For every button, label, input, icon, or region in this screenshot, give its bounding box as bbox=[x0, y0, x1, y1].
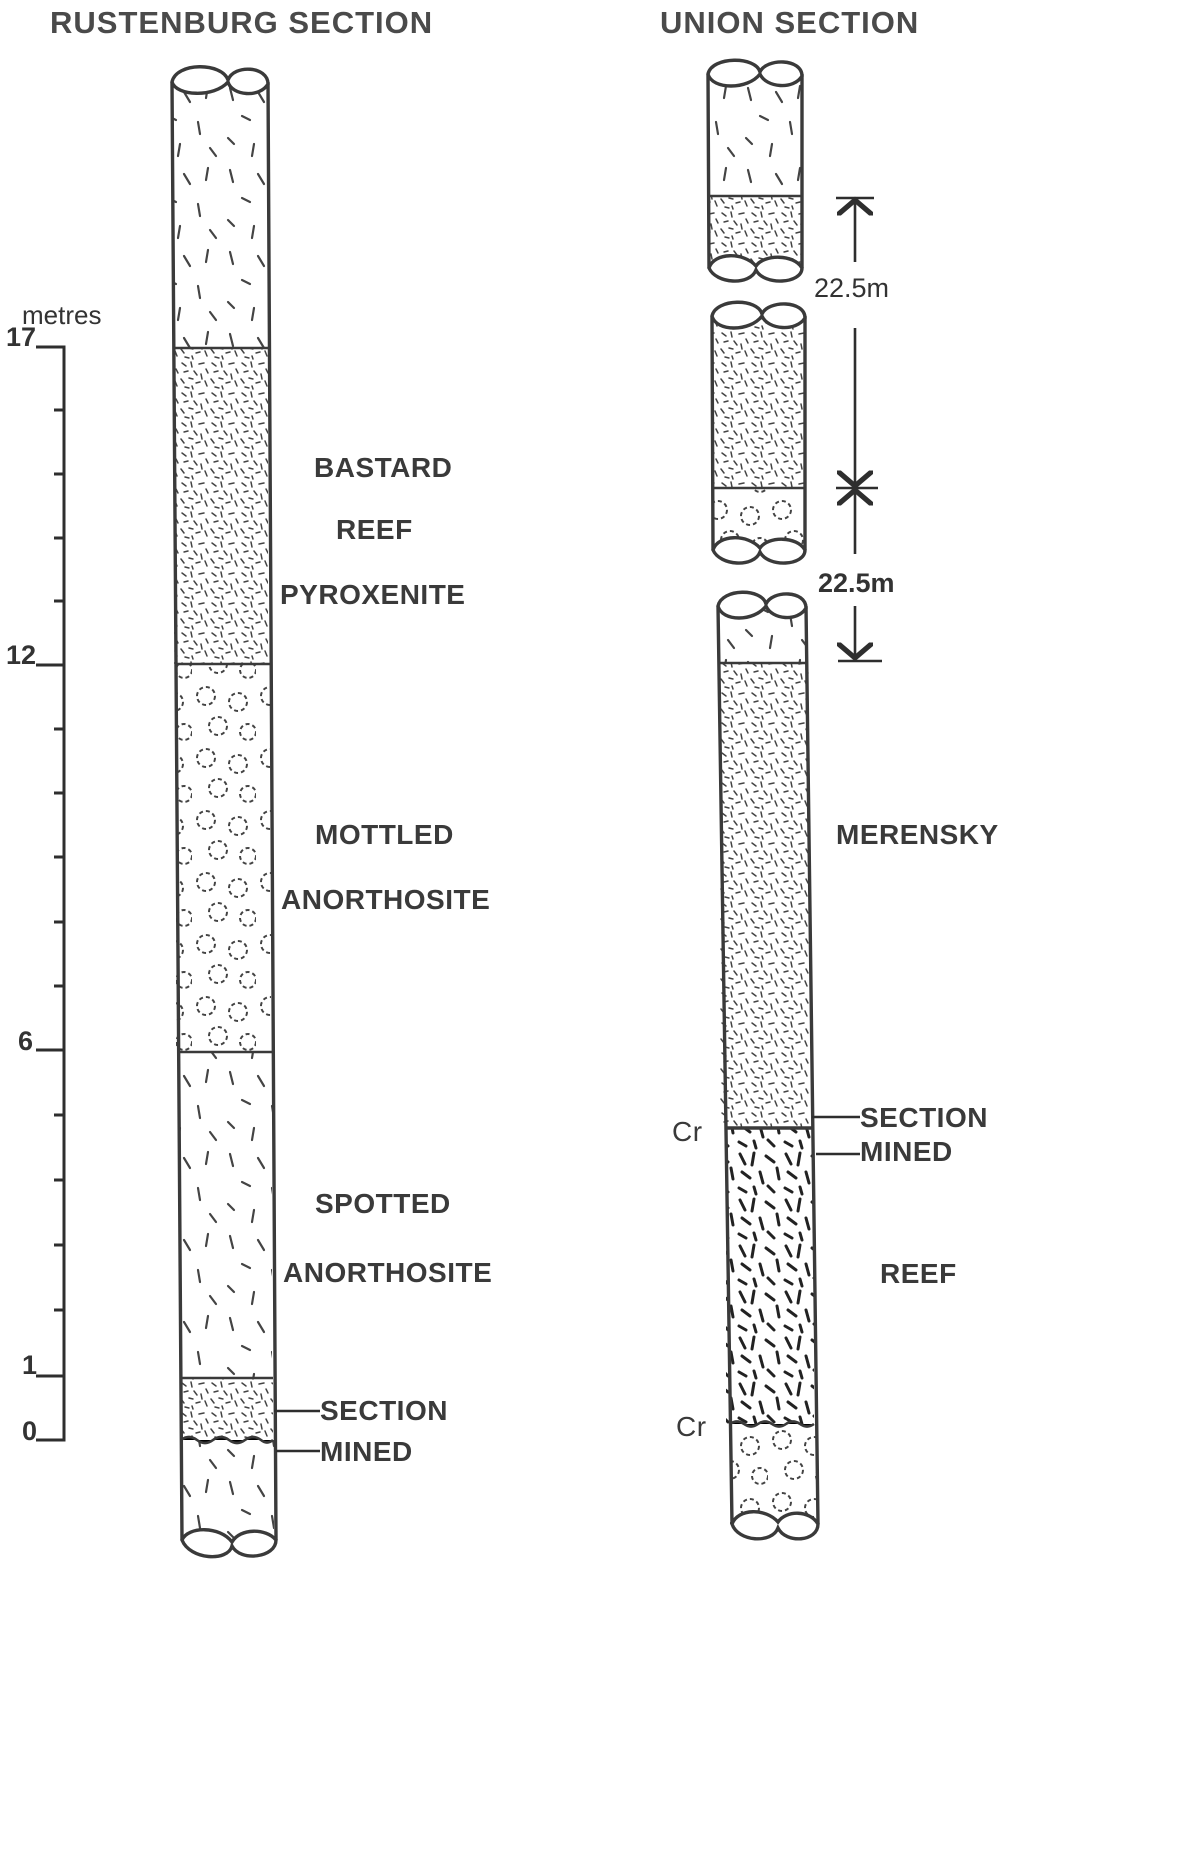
label-mined-left: MINED bbox=[320, 1436, 413, 1467]
layer-section-mined-upper bbox=[181, 1378, 273, 1438]
label-reef-right: REEF bbox=[880, 1258, 957, 1289]
scale-tick-17: 17 bbox=[6, 322, 36, 352]
union-heading: UNION SECTION bbox=[660, 5, 919, 40]
layer-bastard-reef-pyroxenite bbox=[174, 348, 268, 664]
layer-mottled-anorthosite bbox=[176, 664, 271, 1052]
union-seg1-upper bbox=[708, 74, 802, 196]
label-anorthosite-spotted: ANORTHOSITE bbox=[283, 1257, 492, 1288]
scale-tick-0: 0 bbox=[22, 1416, 37, 1446]
depth-scale: metres 17 12 6 1 0 bbox=[6, 300, 101, 1446]
label-mined-right: MINED bbox=[860, 1136, 953, 1167]
scale-tick-6: 6 bbox=[18, 1026, 33, 1056]
label-spotted: SPOTTED bbox=[315, 1188, 451, 1219]
label-mottled: MOTTLED bbox=[315, 819, 454, 850]
layer-top-anorthosite bbox=[172, 80, 268, 348]
label-section-right: SECTION bbox=[860, 1102, 988, 1133]
union-segment-1 bbox=[708, 60, 802, 281]
scale-tick-12: 12 bbox=[6, 640, 36, 670]
union-segment-2 bbox=[712, 302, 805, 563]
rustenburg-top-break bbox=[172, 67, 268, 94]
label-bastard: BASTARD bbox=[314, 452, 452, 483]
label-section-left: SECTION bbox=[320, 1395, 448, 1426]
label-anorthosite-mottled: ANORTHOSITE bbox=[281, 884, 490, 915]
union-segment-3 bbox=[718, 592, 818, 1539]
label-chromitite-upper: Cr bbox=[672, 1116, 703, 1147]
scale-ticks bbox=[36, 410, 64, 1376]
gap-label-bottom: 22.5m bbox=[818, 568, 895, 598]
label-chromitite-lower: Cr bbox=[676, 1411, 707, 1442]
union-merensky-reef bbox=[726, 1128, 814, 1424]
label-pyroxenite: PYROXENITE bbox=[280, 579, 465, 610]
gap-label-top: 22.5m bbox=[814, 273, 889, 303]
union-footwall-mottled bbox=[730, 1424, 816, 1524]
scale-tick-1: 1 bbox=[22, 1350, 37, 1380]
union-seg2-upper bbox=[712, 316, 805, 488]
layer-spotted-anorthosite bbox=[180, 1052, 272, 1378]
label-merensky: MERENSKY bbox=[836, 819, 999, 850]
rustenburg-heading: RUSTENBURG SECTION bbox=[50, 5, 433, 40]
layer-footwall bbox=[182, 1440, 274, 1540]
label-reef: REEF bbox=[336, 514, 413, 545]
rustenburg-column bbox=[172, 67, 276, 1557]
scale-axis bbox=[36, 347, 64, 1440]
union-merensky-pyroxenite bbox=[720, 663, 810, 1128]
